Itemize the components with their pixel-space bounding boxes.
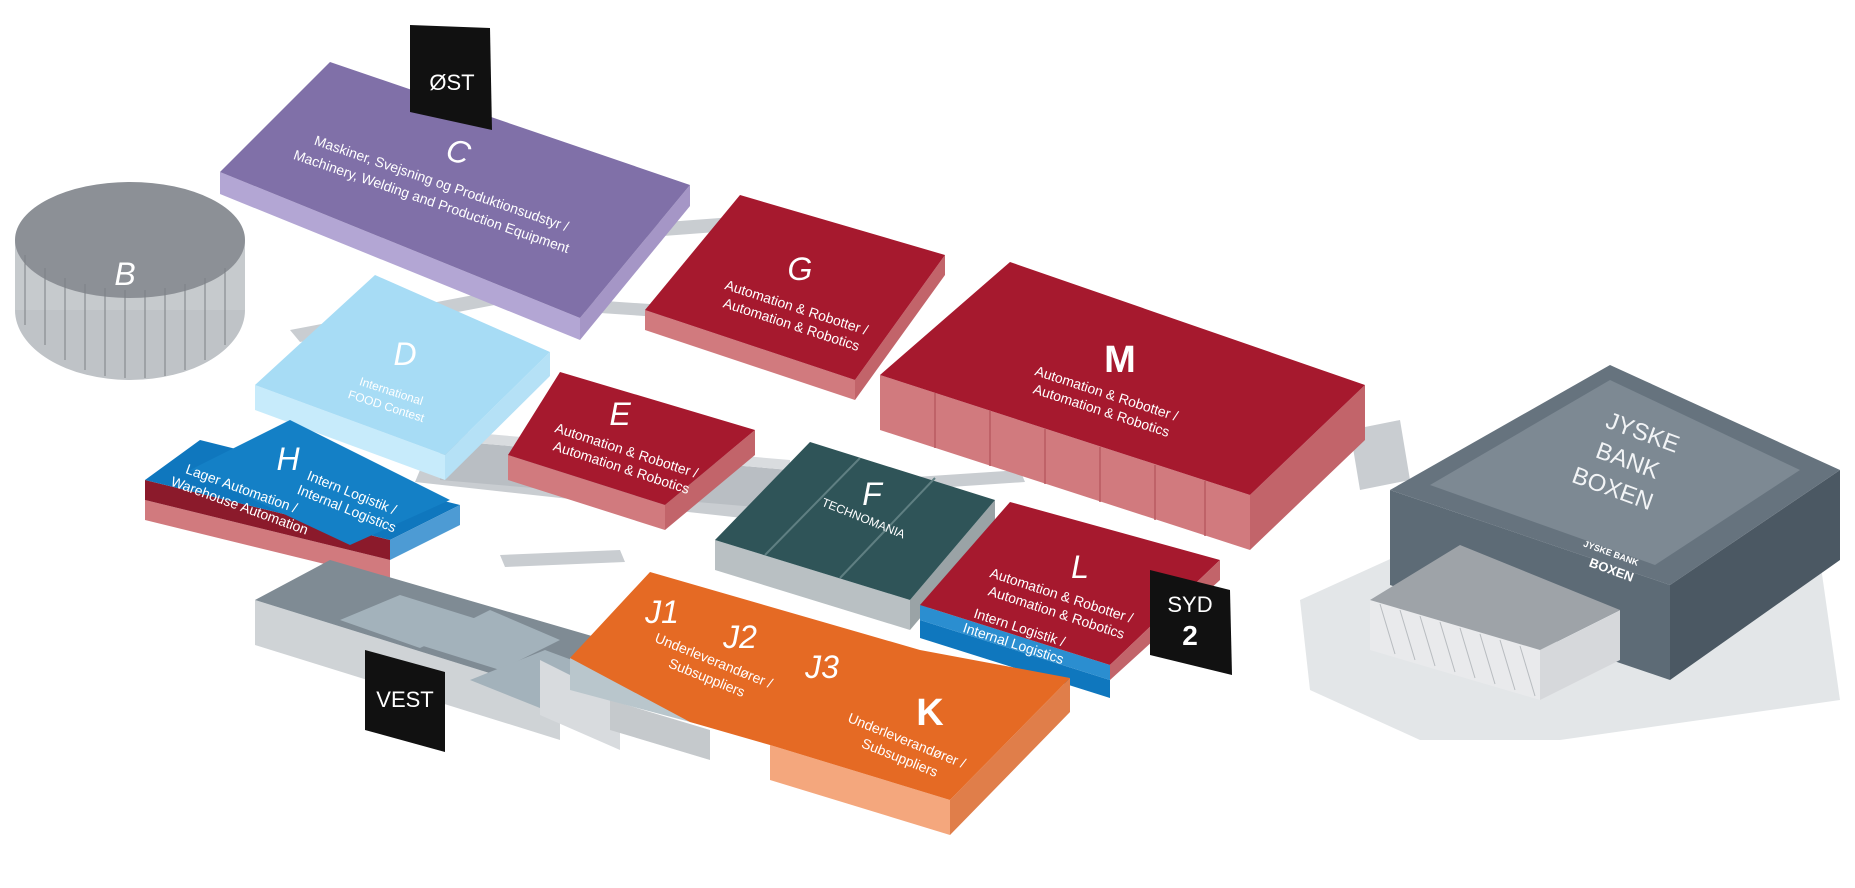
- hall-g[interactable]: G Automation & Robotter / Automation & R…: [645, 195, 945, 400]
- hall-m-letter: M: [1104, 339, 1136, 381]
- entrance-vest-label: VEST: [376, 687, 433, 712]
- hall-c[interactable]: C Maskiner, Svejsning og Produktionsudst…: [220, 62, 690, 340]
- hall-b[interactable]: B: [15, 182, 245, 380]
- hall-f-letter: F: [862, 476, 884, 512]
- hall-b-letter: B: [114, 256, 135, 292]
- entrance-ost[interactable]: ØST: [410, 25, 492, 130]
- hall-j3-label: J3: [804, 649, 839, 685]
- entrance-syd-number: 2: [1182, 620, 1198, 651]
- entrance-ost-label: ØST: [429, 70, 474, 95]
- hall-k-letter: K: [916, 692, 944, 734]
- jyske-bank-boxen[interactable]: JYSKE BANK BOXEN JYSKE BANK BOXEN: [1300, 365, 1840, 740]
- entrance-syd-2[interactable]: SYD 2: [1150, 570, 1232, 675]
- hall-j2-label: J2: [722, 619, 757, 655]
- hall-j1-label: J1: [644, 594, 679, 630]
- entrance-vest[interactable]: VEST: [365, 650, 445, 752]
- hall-d-letter: D: [393, 336, 416, 372]
- hall-h[interactable]: H Intern Logistik / Internal Logistics L…: [145, 420, 460, 580]
- hall-e[interactable]: E Automation & Robotter / Automation & R…: [508, 372, 755, 530]
- hall-h-letter: H: [276, 441, 300, 477]
- hall-e-letter: E: [609, 396, 631, 432]
- hall-d[interactable]: D International FOOD Contest: [255, 275, 550, 480]
- hall-f[interactable]: F TECHNOMANIA: [715, 442, 995, 630]
- hall-j-k[interactable]: J1 J2 J3 Underleverandører / Subsupplier…: [570, 572, 1070, 835]
- hall-m[interactable]: M Automation & Robotter / Automation & R…: [880, 262, 1365, 550]
- entrance-syd-label: SYD: [1167, 592, 1212, 617]
- hall-l-letter: L: [1071, 549, 1089, 585]
- hall-g-letter: G: [788, 251, 813, 287]
